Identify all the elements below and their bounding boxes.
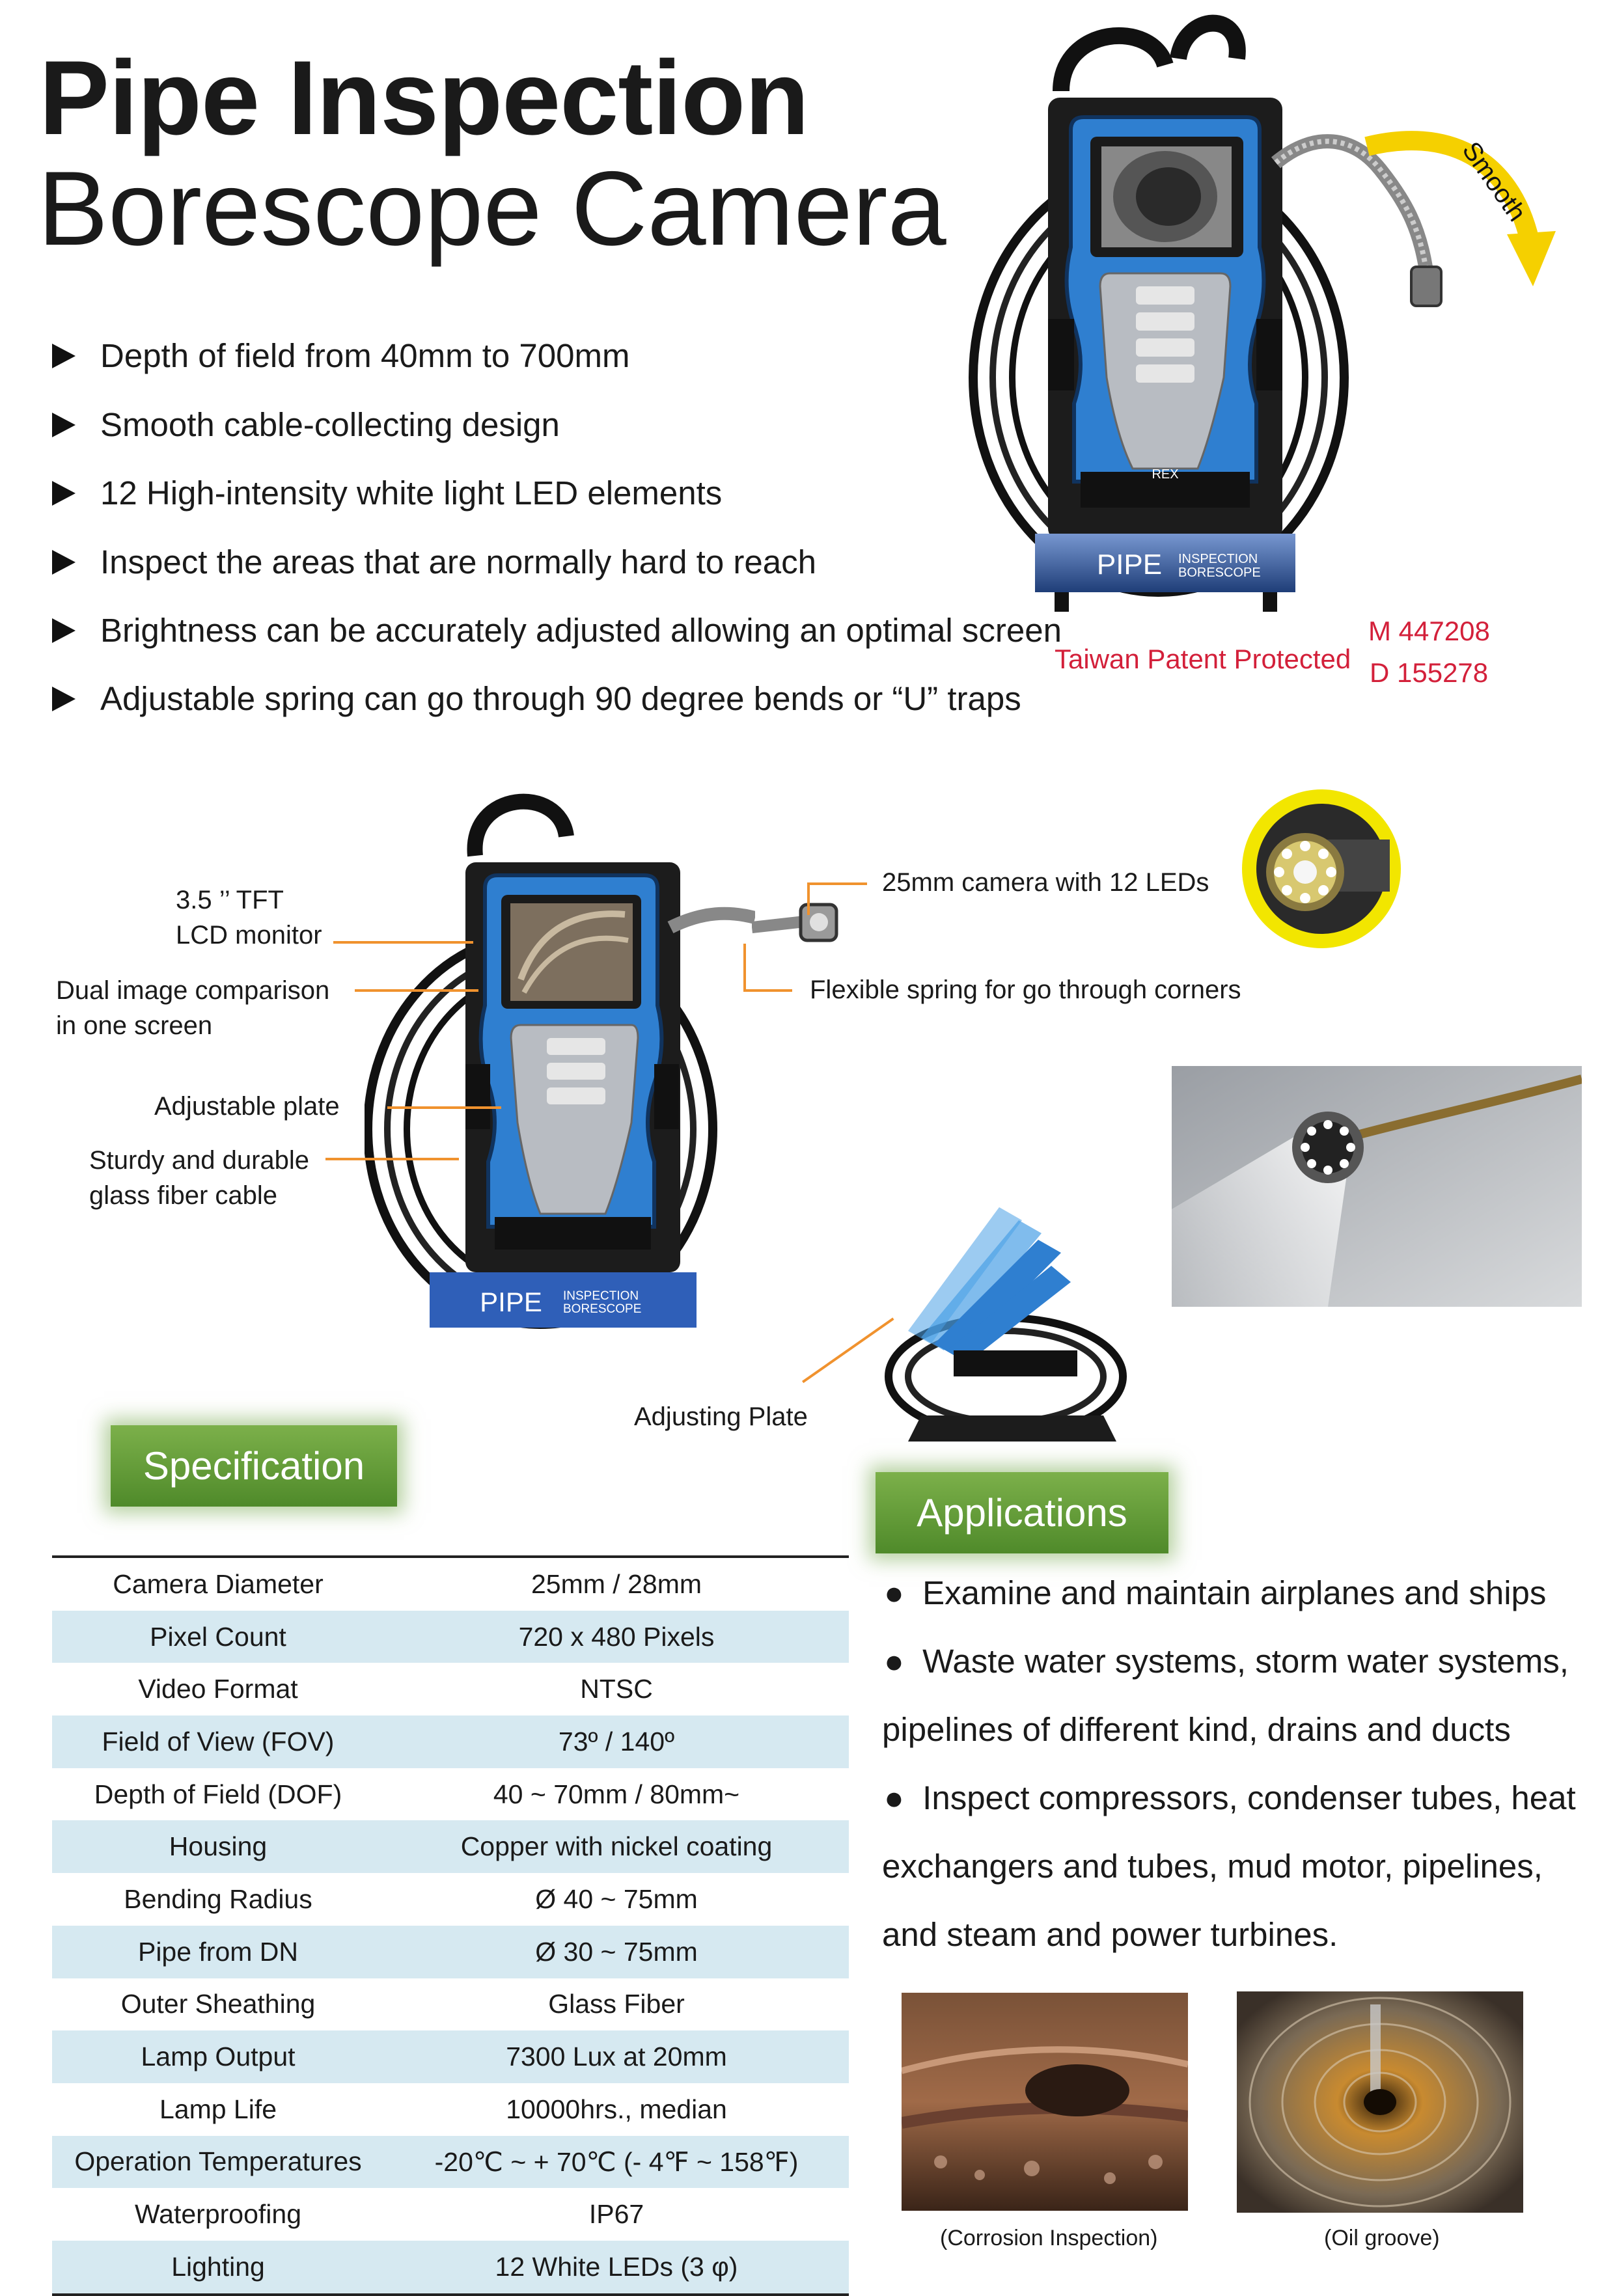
bullet-dot-icon: ● — [884, 1779, 923, 1816]
patent-number-1: M 447208 — [1368, 616, 1490, 646]
feature-item: Inspect the areas that are normally hard… — [52, 545, 816, 579]
callout-adjusting-plate: Adjusting Plate — [634, 1402, 808, 1431]
table-row: Depth of Field (DOF)40 ~ 70mm / 80mm~ — [94, 1779, 740, 1809]
application-item: ● Examine and maintain airplanes and shi… — [884, 1574, 1547, 1611]
svg-text:BORESCOPE: BORESCOPE — [1178, 566, 1261, 580]
callout-cable: Sturdy and durable glass fiber cable — [89, 1146, 310, 1210]
led-beam-photo — [1172, 1066, 1582, 1307]
svg-text:PIPE: PIPE — [1097, 549, 1162, 581]
oil-groove-photo — [1237, 1991, 1523, 2213]
caption-oil-groove: (Oil groove) — [1324, 2226, 1440, 2250]
callout-adjustable-plate: Adjustable plate — [154, 1092, 340, 1121]
callout-dual-image: Dual image comparison in one screen — [56, 976, 330, 1040]
callout-camera-leds: 25mm camera with 12 LEDs — [882, 868, 1209, 897]
led-camera-closeup — [1242, 789, 1401, 948]
applications-heading: Applications — [876, 1472, 1168, 1553]
bullet-triangle-icon — [52, 549, 76, 575]
feature-item: 12 High-intensity white light LED elemen… — [52, 476, 722, 510]
product-photo-middle: PIPE INSPECTION BORESCOPE — [365, 793, 755, 1329]
adjusting-plate-photo — [885, 1207, 1127, 1442]
application-item-cont: and steam and power turbines. — [882, 1916, 1338, 1953]
title-line-1: Pipe Inspection — [39, 39, 809, 157]
callout-lcd: 3.5 ’’ TFT LCD monitor — [176, 886, 322, 950]
bullet-triangle-icon — [52, 618, 76, 643]
camera-head-image — [752, 903, 838, 942]
patent-number-2: D 155278 — [1370, 657, 1489, 688]
caption-corrosion: (Corrosion Inspection) — [940, 2226, 1158, 2250]
patent-label: Taiwan Patent Protected — [1055, 644, 1351, 674]
bullet-triangle-icon — [52, 686, 76, 711]
feature-item: Adjustable spring can go through 90 degr… — [52, 682, 1021, 715]
bullet-triangle-icon — [52, 343, 76, 368]
bullet-triangle-icon — [52, 412, 76, 437]
svg-text:INSPECTION: INSPECTION — [563, 1289, 639, 1303]
feature-item: Brightness can be accurately adjusted al… — [52, 614, 1062, 647]
svg-text:PIPE: PIPE — [480, 1287, 542, 1317]
application-item: ● Waste water systems, storm water syste… — [884, 1643, 1569, 1680]
bullet-triangle-icon — [52, 480, 76, 506]
feature-item: Smooth cable-collecting design — [52, 408, 560, 441]
brand-logo: REX — [1152, 467, 1178, 482]
application-item-cont: pipelines of different kind, drains and … — [882, 1711, 1511, 1748]
smooth-label: Smooth — [1457, 137, 1532, 226]
title-line-2: Borescope Camera — [38, 150, 946, 267]
product-photo-top: REX PIPE INSPECTION BORESCOPE Smooth — [969, 14, 1556, 612]
application-item: ● Inspect compressors, condenser tubes, … — [884, 1779, 1576, 1816]
svg-text:INSPECTION: INSPECTION — [1178, 552, 1258, 566]
callout-spring: Flexible spring for go through corners — [810, 976, 1241, 1004]
feature-item: Depth of field from 40mm to 700mm — [52, 339, 630, 372]
corrosion-photo — [902, 1993, 1188, 2211]
table-row: Operation Temperatures-20℃ ~ + 70℃ (- 4℉… — [52, 2135, 849, 2189]
application-item-cont: exchangers and tubes, mud motor, pipelin… — [882, 1848, 1543, 1885]
bullet-dot-icon: ● — [884, 1574, 923, 1611]
table-row: Field of View (FOV)73º / 140º — [52, 1715, 849, 1768]
bullet-dot-icon: ● — [884, 1643, 923, 1680]
svg-text:BORESCOPE: BORESCOPE — [563, 1302, 641, 1316]
specification-heading: Specification — [111, 1425, 397, 1507]
